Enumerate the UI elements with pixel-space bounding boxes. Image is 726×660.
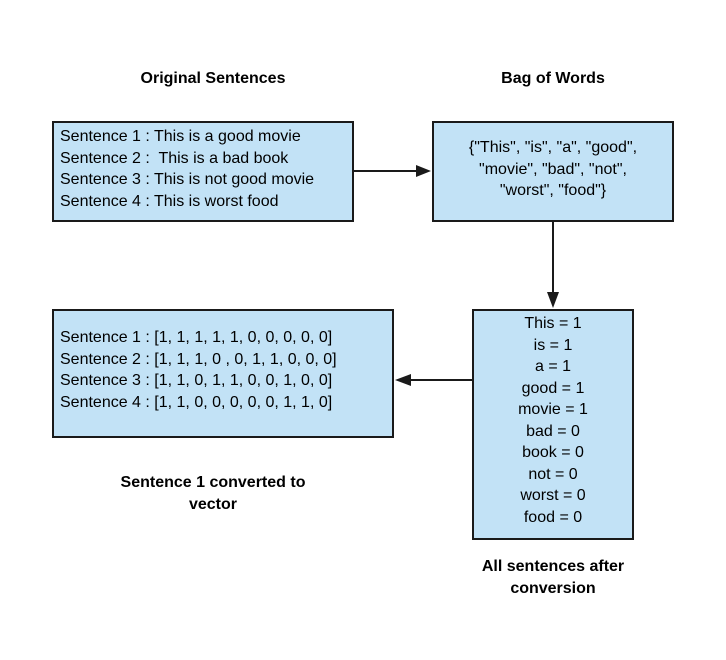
bag-of-words-line: "worst", "food"} <box>499 182 607 199</box>
word-count-line: book = 0 <box>522 444 584 461</box>
sentence-line: Sentence 3 : This is not good movie <box>60 171 315 188</box>
vector-line: Sentence 3 : [1, 1, 0, 1, 1, 0, 0, 1, 0,… <box>60 372 333 389</box>
sentence-line: Sentence 1 : This is a good movie <box>60 128 301 145</box>
word-count-line: good = 1 <box>521 379 585 397</box>
word-count-line: a = 1 <box>534 358 572 375</box>
word-count-line: food = 0 <box>523 508 583 526</box>
vector-line: Sentence 4 : [1, 1, 0, 0, 0, 0, 0, 1, 1,… <box>60 393 333 411</box>
conversion-caption-line: All sentences after <box>481 558 625 575</box>
word-count-line: is = 1 <box>533 336 573 354</box>
vector-line: Sentence 2 : [1, 1, 1, 0 , 0, 1, 1, 0, 0… <box>60 350 337 368</box>
vector-caption-line: vector <box>188 496 238 513</box>
original-sentences-heading: Original Sentences <box>140 70 286 87</box>
sentence-vectors-box: Sentence 1 : [1, 1, 1, 1, 1, 0, 0, 0, 0,… <box>52 309 394 438</box>
bag-of-words-box: {"This", "is", "a", "good", "movie", "ba… <box>432 121 674 222</box>
word-count-line: worst = 0 <box>520 487 586 504</box>
word-count-line: not = 0 <box>528 465 578 483</box>
vector-caption-line: Sentence 1 converted to <box>120 474 306 491</box>
arrowhead-left <box>395 374 411 386</box>
word-count-line: This = 1 <box>524 315 582 332</box>
sentence-line: Sentence 4 : This is worst food <box>60 192 279 210</box>
bag-of-words-line: {"This", "is", "a", "good", <box>468 139 638 156</box>
conversion-caption-line: conversion <box>510 580 596 597</box>
word-count-line: bad = 0 <box>526 422 580 440</box>
word-counts-box: This = 1 is = 1 a = 1 good = 1 movie = 1… <box>472 309 634 540</box>
vector-caption: Sentence 1 converted to vector <box>93 472 333 516</box>
conversion-caption: All sentences after conversion <box>443 556 663 600</box>
bag-of-words-line: "movie", "bad", "not", <box>479 160 627 178</box>
bag-of-words-heading: Bag of Words <box>501 70 605 87</box>
arrowhead-down <box>547 292 559 308</box>
word-count-line: movie = 1 <box>518 401 588 418</box>
original-sentences-box: Sentence 1 : This is a good movie Senten… <box>52 121 354 222</box>
vector-line: Sentence 1 : [1, 1, 1, 1, 1, 0, 0, 0, 0,… <box>60 329 333 346</box>
sentence-line: Sentence 2 : This is a bad book <box>60 149 289 167</box>
arrowhead-right <box>416 165 431 177</box>
